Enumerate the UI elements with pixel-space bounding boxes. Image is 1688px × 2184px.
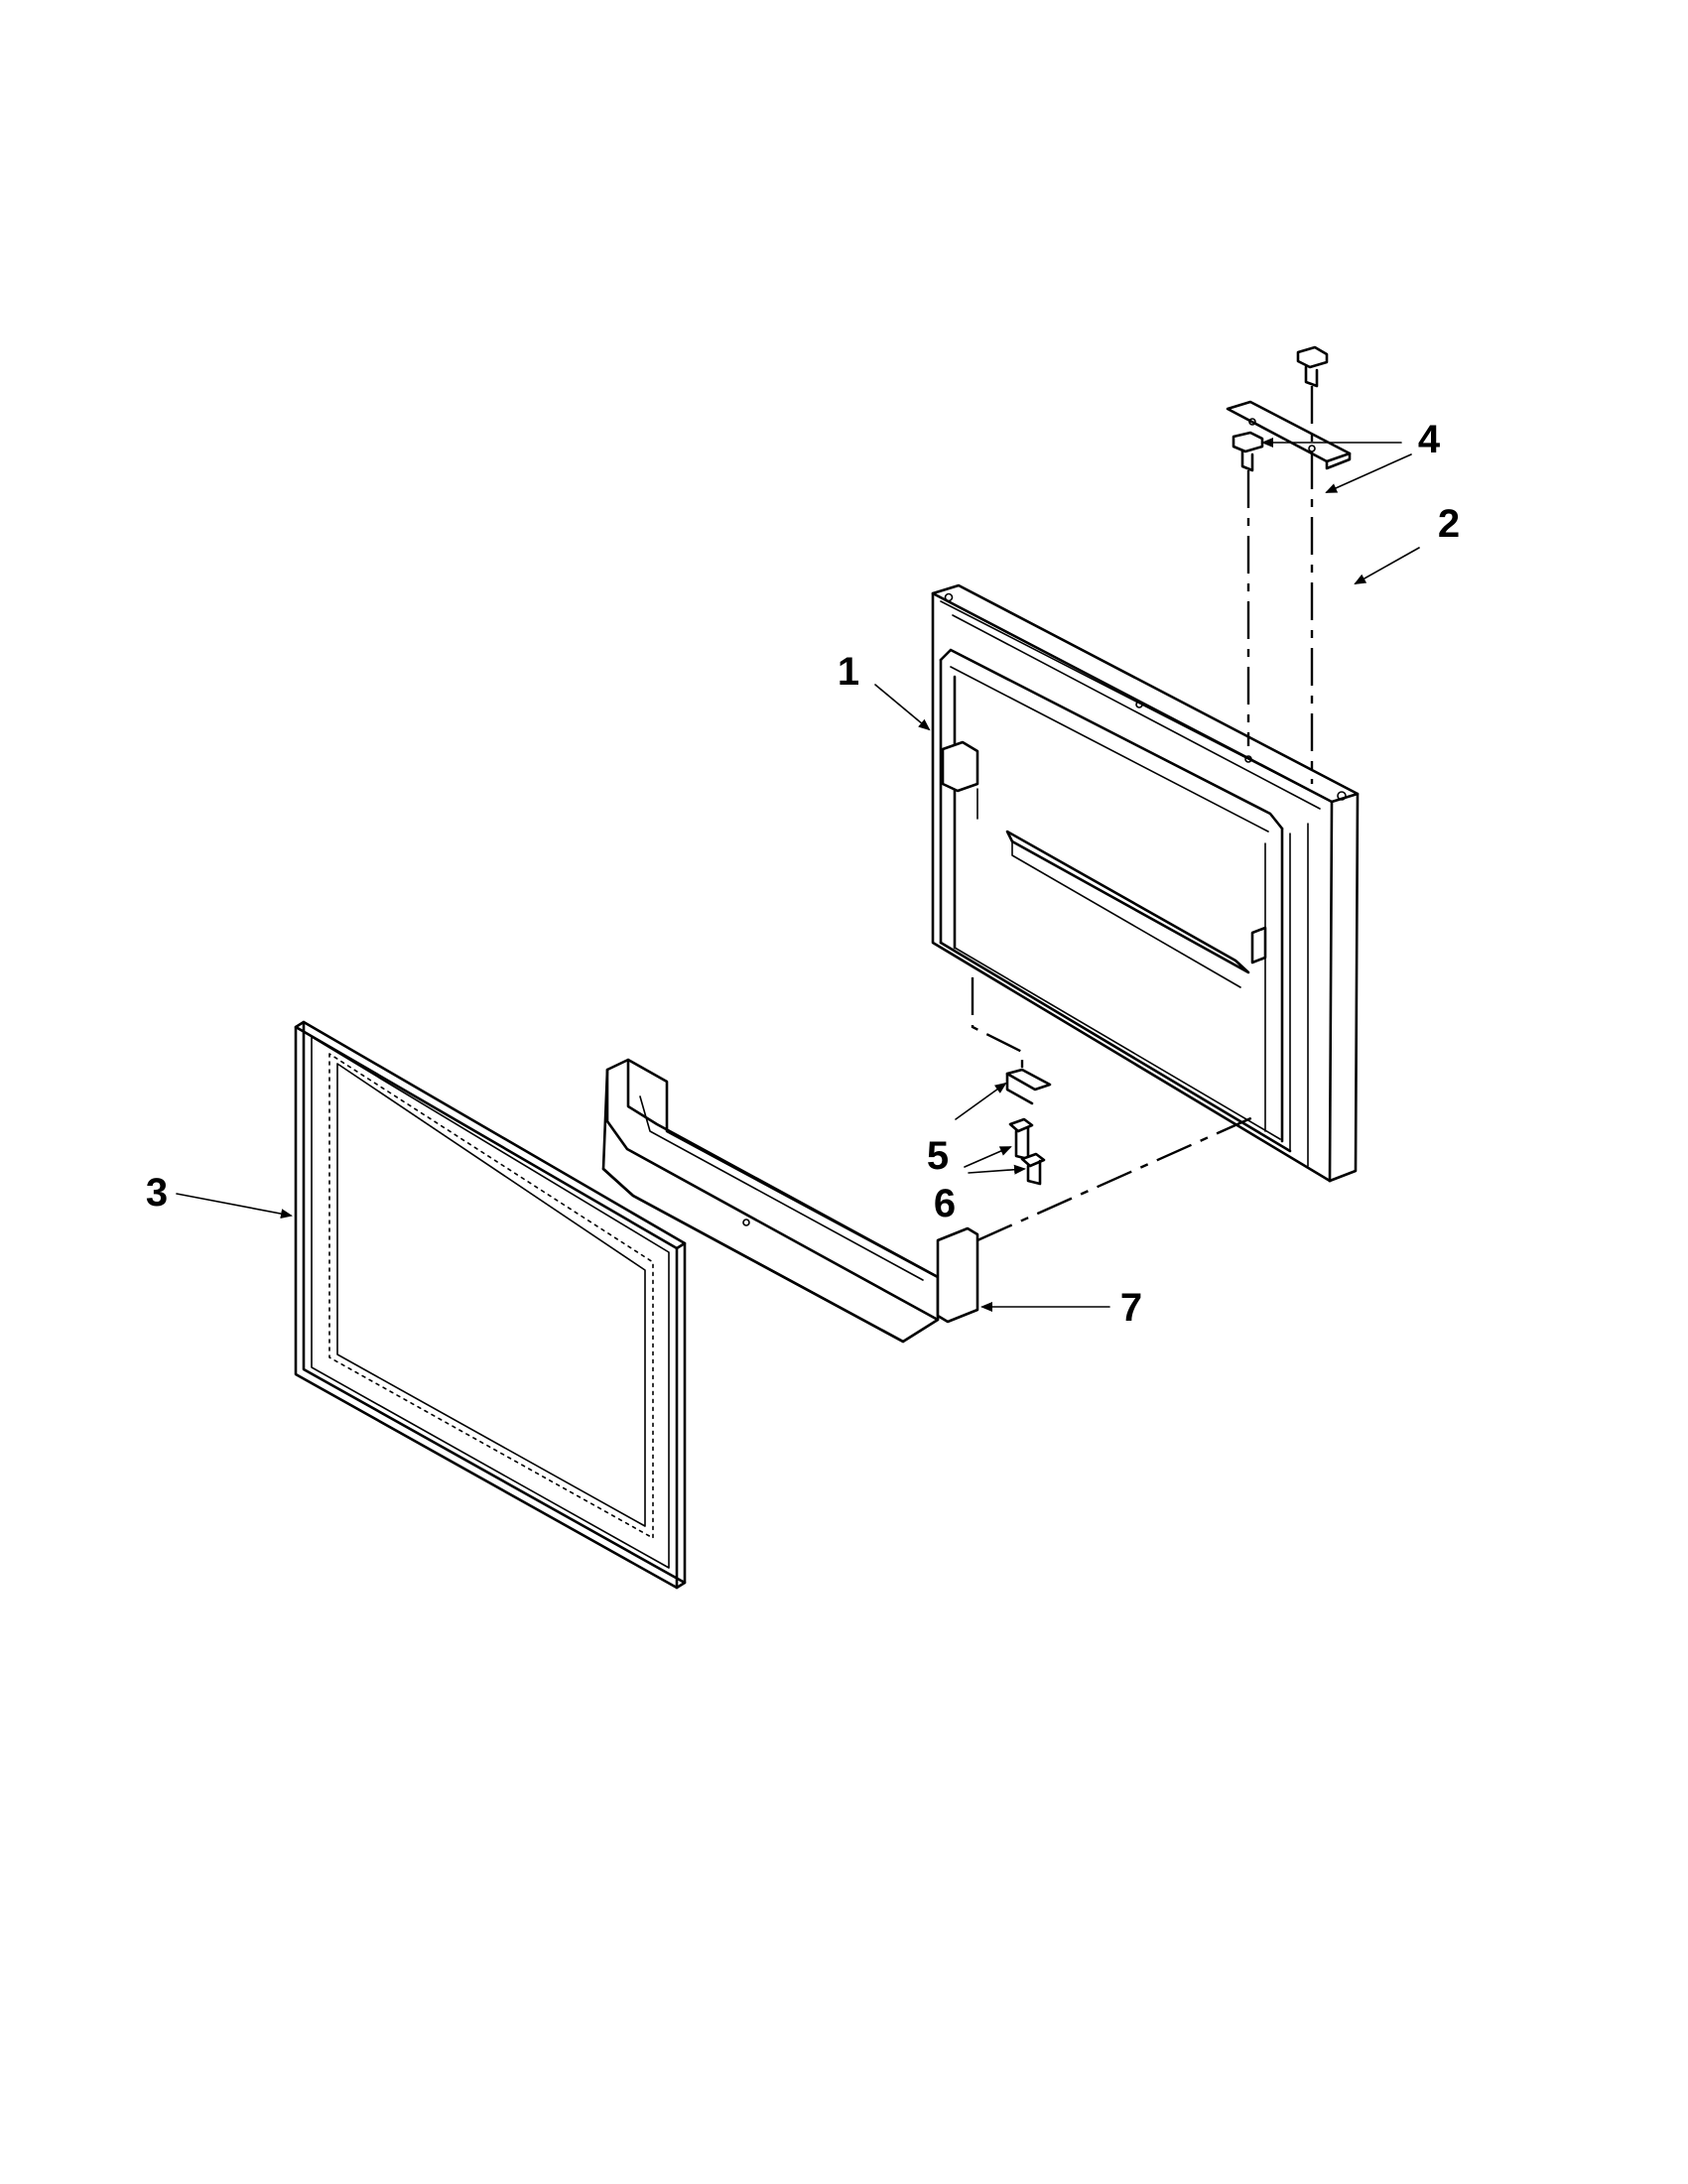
alignment-line [976, 1114, 1256, 1242]
callout-6: 6 [934, 1182, 956, 1225]
hinge-bracket-part [1226, 400, 1352, 470]
leader-lines [176, 438, 1420, 1312]
callout-2: 2 [1438, 502, 1460, 546]
callout-5: 5 [927, 1134, 949, 1178]
callout-7: 7 [1120, 1286, 1142, 1330]
hinge-screw-part [1232, 345, 1329, 472]
freezer-door-part [931, 583, 1360, 1183]
callout-1: 1 [838, 650, 859, 694]
callout-4: 4 [1418, 418, 1441, 461]
bin-clip-part [1005, 1068, 1052, 1105]
alignment-line [971, 977, 1024, 1072]
callout-3: 3 [146, 1171, 168, 1215]
door-bin-part [601, 1058, 979, 1344]
door-gasket-part [294, 1020, 687, 1590]
clip-screw-part [1008, 1117, 1046, 1186]
